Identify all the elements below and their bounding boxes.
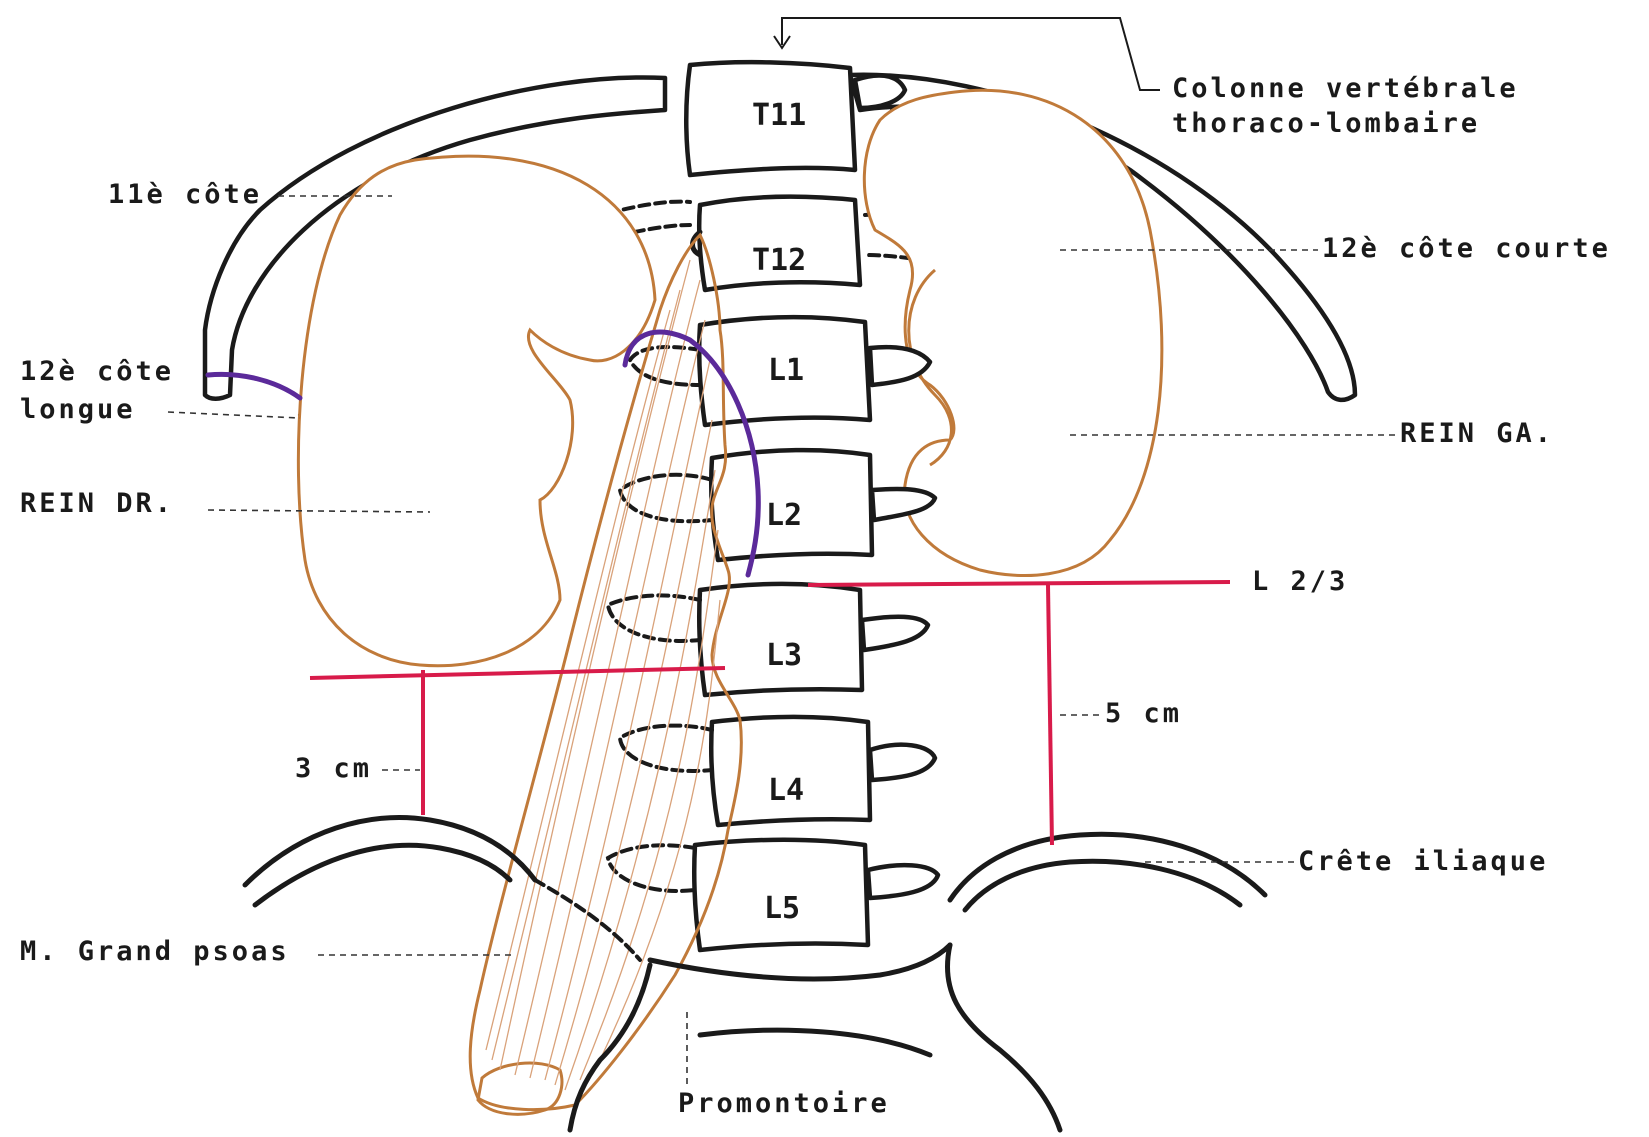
label-l4: L4	[768, 773, 804, 808]
right-kidney	[298, 156, 655, 666]
right-iliac-crest	[245, 818, 535, 885]
l5-right-process-dashed	[608, 845, 695, 891]
label-cote12-longue-line1: 12è côte	[20, 356, 174, 387]
label-colonne-line1: Colonne vertébrale	[1172, 73, 1519, 104]
label-cote11: 11è côte	[108, 179, 262, 210]
sacrum-outline	[700, 1030, 930, 1055]
label-cote12-courte: 12è côte courte	[1322, 233, 1611, 264]
label-l2: L2	[766, 498, 802, 533]
label-l3: L3	[766, 638, 802, 673]
label-rein-dr: REIN DR.	[20, 488, 174, 519]
l4-left-process	[870, 745, 935, 780]
label-crete-iliaque: Crête iliaque	[1298, 846, 1548, 877]
label-t11: T11	[752, 98, 806, 133]
label-cote12-longue-line2: longue	[20, 394, 136, 425]
l5-left-process	[868, 865, 938, 898]
l23-horizontal-line	[808, 582, 1230, 585]
label-l5: L5	[764, 891, 800, 926]
psoas-tendon-end	[478, 1063, 562, 1114]
right-kidney-pole-line	[310, 668, 725, 678]
l3-left-process	[862, 617, 928, 650]
label-three-cm: 3 cm	[295, 753, 372, 784]
label-five-cm: 5 cm	[1105, 698, 1182, 729]
right-iliac-crest-inner	[255, 845, 510, 905]
pelvic-inlet-left	[947, 945, 1060, 1130]
label-l1: L1	[768, 353, 804, 388]
label-t12: T12	[752, 243, 806, 278]
sacral-ala	[650, 945, 950, 979]
vertebra-l4	[711, 717, 870, 825]
five-cm-vertical-line	[1048, 585, 1052, 845]
cote12-longue-leader	[168, 412, 300, 418]
label-colonne-line2: thoraco-lombaire	[1172, 108, 1480, 139]
psoas-dashed-over-crest	[535, 880, 640, 960]
label-l23: L 2/3	[1252, 566, 1348, 597]
left-iliac-crest-inner	[965, 861, 1240, 910]
label-psoas: M. Grand psoas	[20, 936, 290, 967]
label-promontoire: Promontoire	[678, 1088, 890, 1119]
label-rein-ga: REIN GA.	[1400, 418, 1554, 449]
